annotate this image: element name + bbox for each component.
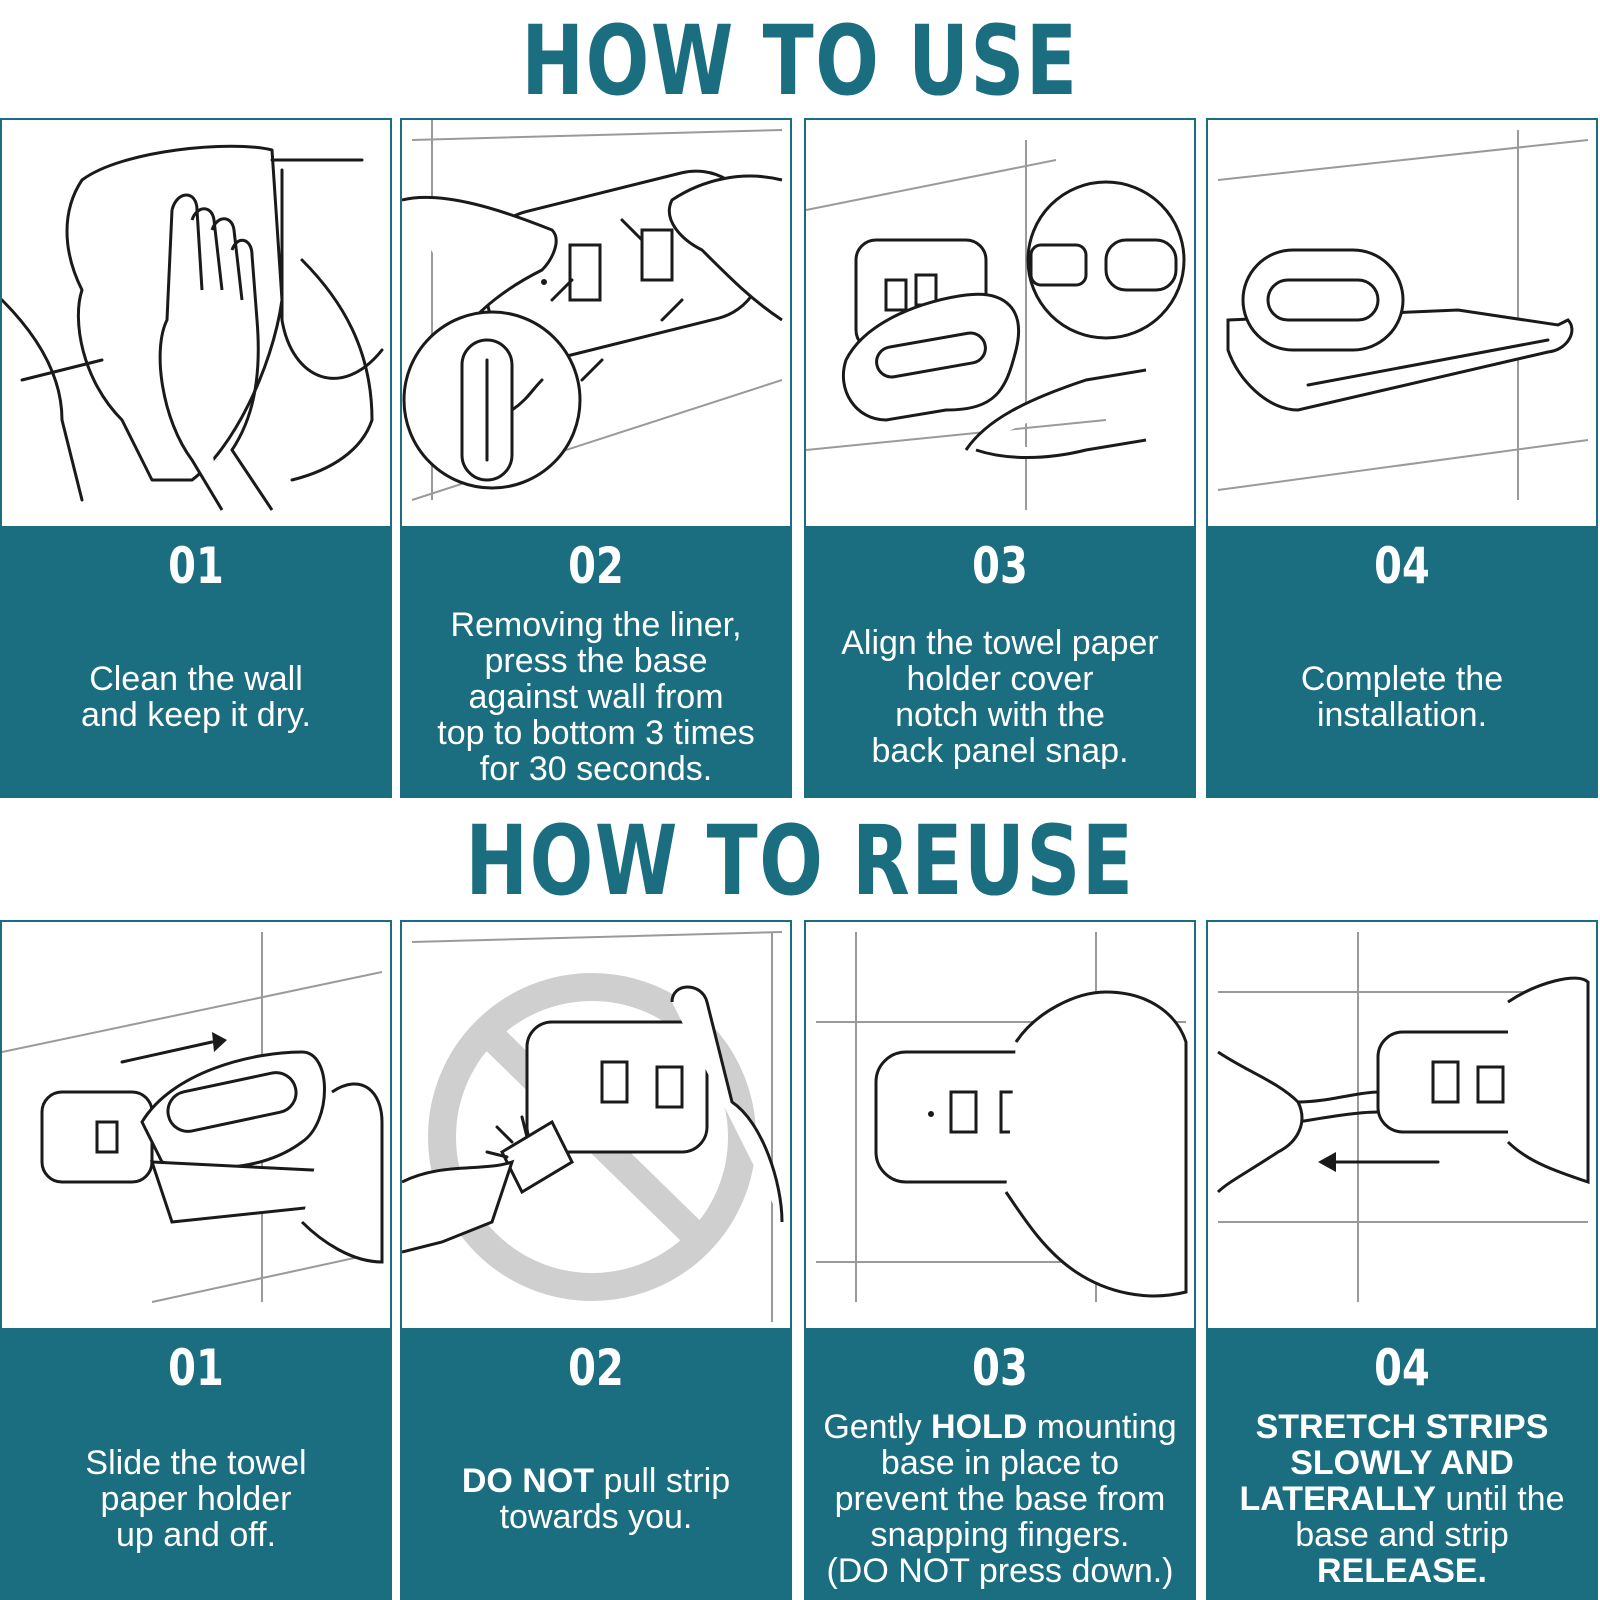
step-number: 04: [1374, 537, 1430, 595]
step-number: 04: [1374, 1339, 1430, 1397]
how-to-reuse-title: HOW TO REUSE: [465, 805, 1135, 917]
use-step-2-panel: 02 Removing the liner, press the base ag…: [400, 118, 792, 798]
use-step-4-panel: 04 Complete the installation.: [1206, 118, 1598, 798]
step-description: STRETCH STRIPS SLOWLY AND LATERALLY unti…: [1239, 1408, 1565, 1590]
align-cover-illustration: [806, 140, 1186, 510]
step-description: Slide the towel paper holder up and off.: [85, 1444, 307, 1554]
use-step-1-caption: 01 Clean the wall and keep it dry.: [2, 526, 390, 796]
reuse-step-3-caption: 03 Gently HOLD mounting base in place to…: [806, 1328, 1194, 1598]
use-step-3-caption: 03 Align the towel paper holder cover no…: [806, 526, 1194, 796]
step-number: 02: [568, 537, 624, 595]
do-not-pull-illustration: [402, 931, 784, 1322]
reuse-step-1-caption: 01 Slide the towel paper holder up and o…: [2, 1328, 390, 1598]
stretch-strip-illustration: [1216, 932, 1590, 1302]
use-step-1-panel: 01 Clean the wall and keep it dry.: [0, 118, 392, 798]
how-to-use-title: HOW TO USE: [521, 5, 1079, 117]
wiping-wall-illustration: [2, 144, 384, 511]
reuse-step-1-panel: 01 Slide the towel paper holder up and o…: [0, 920, 392, 1600]
step-description: Removing the liner, press the base again…: [437, 606, 755, 788]
step-number: 01: [168, 537, 224, 595]
slide-off-illustration: [2, 932, 384, 1303]
use-step-2-caption: 02 Removing the liner, press the base ag…: [402, 526, 790, 796]
press-base-illustration: [402, 120, 783, 501]
step-number: 01: [168, 1339, 224, 1397]
installed-holder-illustration: [1217, 130, 1589, 500]
reuse-step-2-panel: 02 DO NOT pull strip towards you.: [400, 920, 792, 1600]
step-number: 03: [972, 537, 1028, 595]
reuse-step-3-panel: 03 Gently HOLD mounting base in place to…: [804, 920, 1196, 1600]
use-step-4-caption: 04 Complete the installation.: [1208, 526, 1596, 796]
step-description: DO NOT pull strip towards you.: [461, 1462, 731, 1536]
step-description: Complete the installation.: [1300, 660, 1504, 734]
step-description: Gently HOLD mounting base in place to pr…: [823, 1408, 1177, 1590]
step-description: Clean the wall and keep it dry.: [81, 660, 311, 734]
step-number: 02: [568, 1339, 624, 1397]
hold-base-illustration: [816, 932, 1188, 1302]
use-step-3-panel: 03 Align the towel paper holder cover no…: [804, 118, 1196, 798]
reuse-step-2-caption: 02 DO NOT pull strip towards you.: [402, 1328, 790, 1598]
step-number: 03: [972, 1339, 1028, 1397]
step-description: Align the towel paper holder cover notch…: [841, 624, 1159, 770]
reuse-step-4-panel: 04 STRETCH STRIPS SLOWLY AND LATERALLY u…: [1206, 920, 1598, 1600]
reuse-step-4-caption: 04 STRETCH STRIPS SLOWLY AND LATERALLY u…: [1208, 1328, 1596, 1598]
